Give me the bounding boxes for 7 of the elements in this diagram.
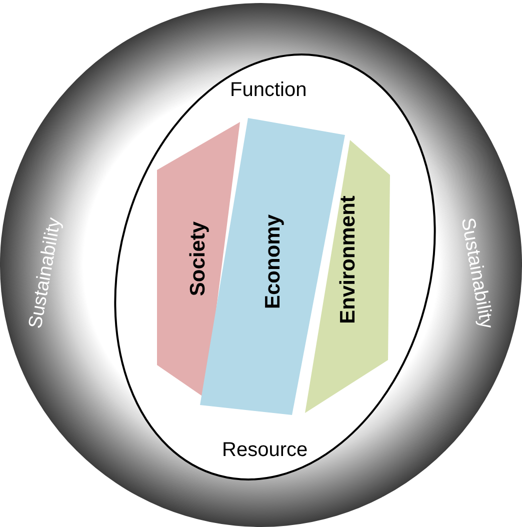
ellipse-label: Function (230, 78, 307, 103)
band-label: Environment (335, 196, 360, 326)
band-label: Society (185, 222, 210, 298)
outer-ring (0, 3, 522, 527)
ellipse-label: Resource (222, 438, 308, 463)
band-label: Economy (260, 214, 286, 312)
ring-label: Sustainability (456, 216, 498, 331)
